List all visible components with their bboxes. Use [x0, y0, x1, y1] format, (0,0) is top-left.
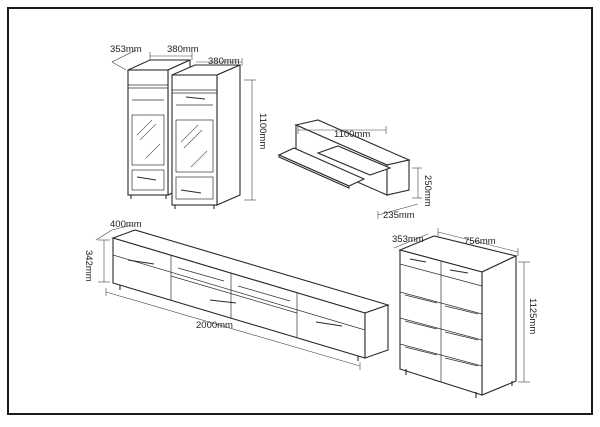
tv-stand-width-label: 2000mm	[196, 320, 233, 331]
dresser-depth-label: 353mm	[392, 234, 424, 245]
vitrine-height-label: 1100mm	[257, 113, 268, 149]
vitrine1-width-label: 380mm	[167, 44, 199, 55]
tv-stand	[111, 229, 390, 361]
shelf-height-label: 250mm	[422, 175, 433, 207]
drawing-frame	[7, 7, 593, 415]
wall-shelf	[277, 119, 411, 196]
vitrine-dimension-lines	[111, 49, 256, 201]
vitrine2-width-label: 380mm	[208, 56, 240, 67]
tv-stand-depth-label: 400mm	[110, 219, 142, 230]
dresser-width-label: 756mm	[464, 236, 496, 247]
shelf-depth-label: 235mm	[383, 210, 415, 221]
dresser-height-label: 1125mm	[527, 298, 538, 334]
tv-stand-height-label: 342mm	[83, 250, 94, 282]
dresser-dimension-lines	[393, 228, 530, 383]
tv-stand-dimension-lines	[95, 224, 361, 370]
shelf-width-label: 1100mm	[334, 129, 370, 140]
vitrine-depth-label: 353mm	[110, 44, 142, 55]
vitrine-cabinet-right	[171, 64, 241, 209]
shelf-dimension-lines	[297, 126, 422, 219]
dresser-cabinet	[398, 235, 518, 398]
